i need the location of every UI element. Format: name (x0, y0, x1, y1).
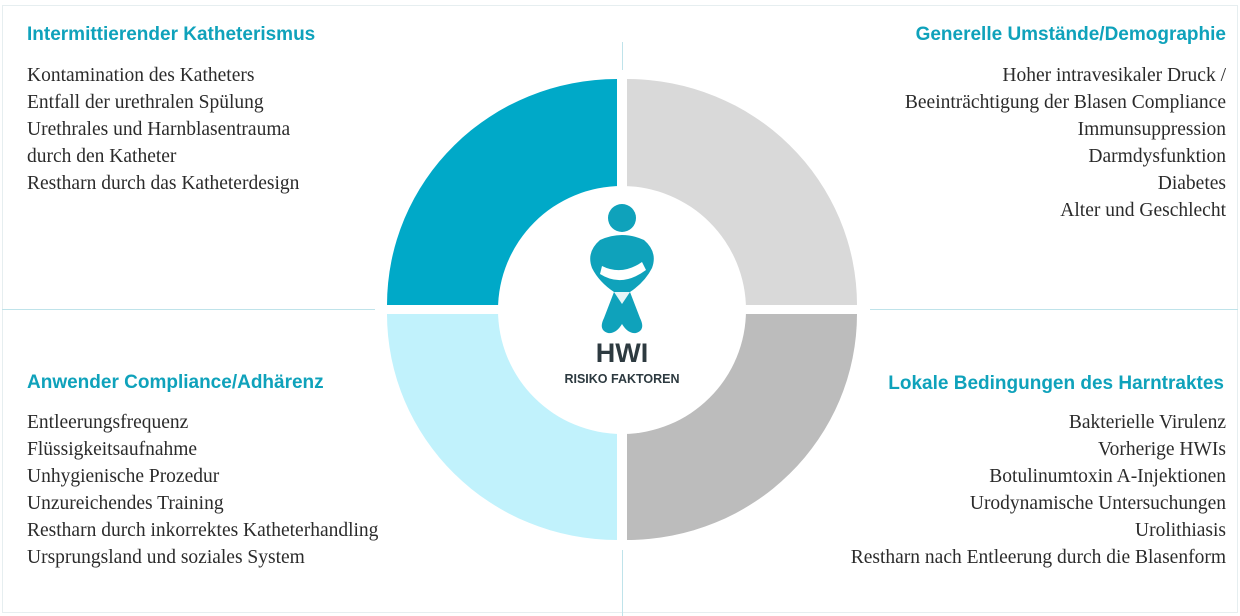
heading-general-circumstances: Generelle Umstände/Demographie (915, 24, 1226, 45)
heading-user-compliance: Anwender Compliance/Adhärenz (27, 372, 324, 393)
list-item: Immunsuppression (1077, 119, 1226, 140)
list-item: Darmdysfunktion (1088, 146, 1226, 167)
list-item: Urolithiasis (1135, 520, 1226, 541)
list-item: Restharn nach Entleerung durch die Blase… (850, 547, 1226, 568)
list-top-right: Hoher intravesikaler Druck / Beeinträcht… (905, 62, 1226, 224)
heading-intermittent-catheterization: Intermittierender Katheterismus (27, 24, 316, 45)
list-item: Bakterielle Virulenz (1068, 412, 1226, 433)
list-bottom-left: Entleerungsfrequenz Flüssigkeitsaufnahme… (27, 409, 378, 571)
list-item: Kontamination des Katheters (27, 65, 255, 86)
center-subtitle: RISIKO FAKTOREN (564, 372, 680, 386)
person-holding-bladder-icon (590, 204, 654, 334)
heading-local-urinary-tract: Lokale Bedingungen des Harntraktes (888, 373, 1224, 394)
list-item: Entleerungsfrequenz (27, 412, 189, 433)
list-item: Beeinträchtigung der Blasen Compliance (904, 92, 1226, 113)
list-item: Urethrales und Harnblasentrauma (27, 119, 291, 140)
list-item: Urodynamische Untersuchungen (969, 493, 1226, 514)
list-item: Flüssigkeitsaufnahme (27, 439, 198, 460)
center-title: HWI (595, 338, 649, 368)
list-bottom-right: Bakterielle Virulenz Vorherige HWIs Botu… (851, 409, 1226, 571)
list-item: Alter und Geschlecht (1060, 200, 1226, 221)
list-item: Restharn durch das Katheterdesign (27, 173, 300, 194)
list-item: Botulinumtoxin A-Injektionen (989, 466, 1226, 487)
list-item: Ursprungsland und soziales System (27, 547, 305, 568)
list-top-left: Kontamination des Katheters Entfall der … (27, 62, 299, 197)
list-item: Restharn durch inkorrektes Katheterhandl… (27, 520, 379, 541)
list-item: Hoher intravesikaler Druck / (1002, 65, 1226, 86)
list-item: Diabetes (1157, 173, 1226, 194)
list-item: Unhygienische Prozedur (27, 466, 220, 487)
list-item: Vorherige HWIs (1098, 439, 1226, 460)
list-item: durch den Katheter (27, 146, 177, 167)
list-item: Unzureichendes Training (27, 493, 224, 514)
list-item: Entfall der urethralen Spülung (27, 92, 264, 113)
